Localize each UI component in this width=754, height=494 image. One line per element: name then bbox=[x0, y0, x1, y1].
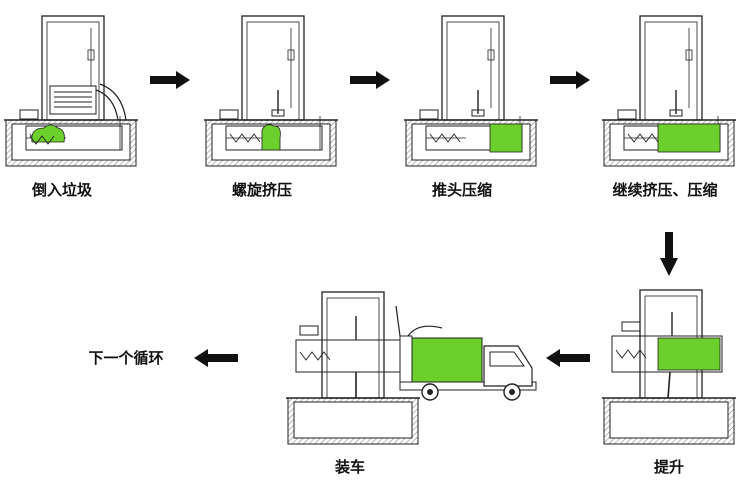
arrow-left-icon bbox=[546, 349, 590, 367]
step-label: 推头压缩 bbox=[432, 181, 492, 199]
station-screw bbox=[203, 15, 339, 167]
arrow-left-icon bbox=[194, 349, 238, 367]
next-cycle-label: 下一个循环 bbox=[88, 349, 163, 367]
station-load bbox=[286, 291, 420, 445]
step-label: 装车 bbox=[334, 458, 365, 476]
step-label: 提升 bbox=[654, 458, 684, 476]
station-dump bbox=[3, 15, 139, 167]
step-label: 倒入垃圾 bbox=[31, 181, 93, 199]
arrow-right-icon bbox=[350, 71, 390, 89]
step-label: 继续挤压、压缩 bbox=[612, 181, 717, 199]
arrow-right-icon bbox=[150, 71, 190, 89]
station-push bbox=[403, 15, 539, 167]
step-label: 螺旋挤压 bbox=[232, 181, 292, 199]
arrow-right-icon bbox=[550, 71, 590, 89]
arrow-down-icon bbox=[660, 232, 678, 276]
station-lift bbox=[602, 289, 736, 445]
garbage-truck-icon bbox=[395, 305, 537, 401]
station-continue bbox=[601, 15, 737, 167]
